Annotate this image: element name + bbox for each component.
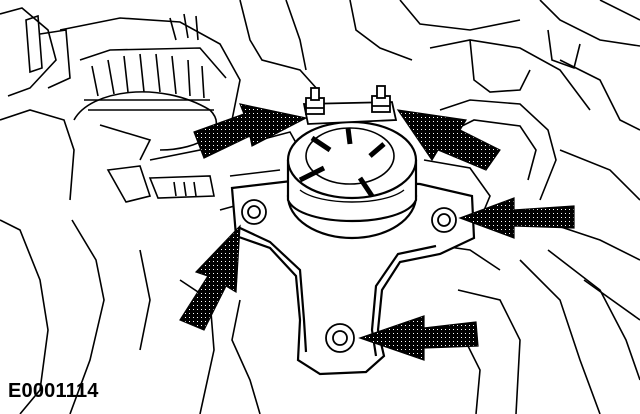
figure-code: E0001114: [8, 380, 99, 402]
stud-nut-left: [305, 87, 325, 115]
arrow-to-left-stud: [193, 103, 308, 159]
bolt-left: [241, 199, 267, 225]
arrow-to-right-bolt: [458, 197, 575, 239]
arrow-to-right-stud: [396, 109, 501, 171]
callout-arrows: [179, 103, 575, 361]
mount-insulator: [286, 120, 418, 240]
bolt-right: [431, 207, 457, 233]
stud-nut-right: [371, 85, 391, 113]
arrow-to-bottom-bolt: [358, 315, 479, 361]
bolt-bottom: [325, 323, 355, 353]
arrow-to-left-bolt: [179, 224, 241, 331]
